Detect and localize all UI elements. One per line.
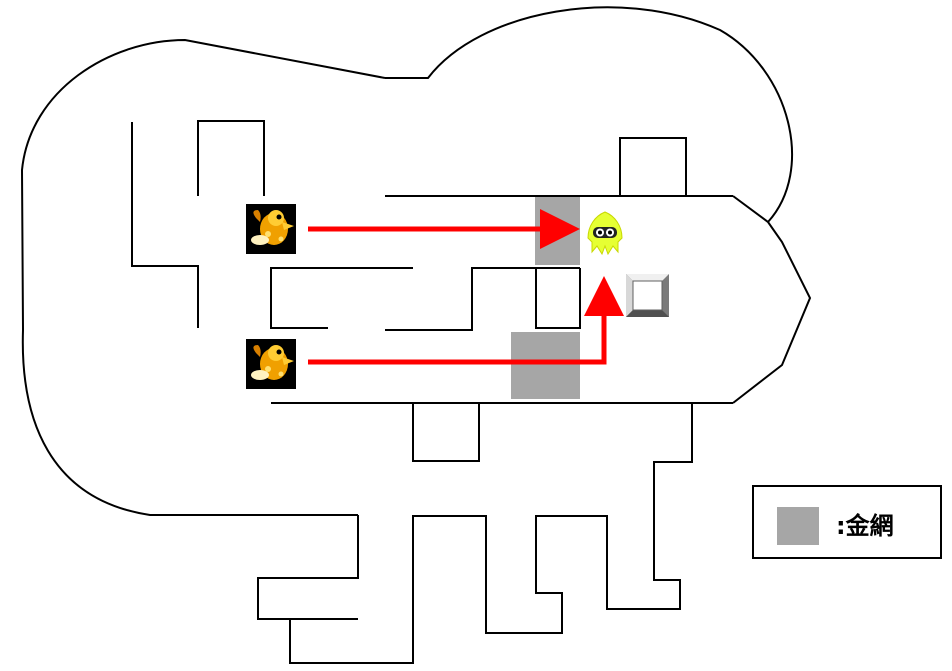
mesh-area-lower [511,332,580,399]
legend-box: :金網 [752,485,942,559]
squid-icon [587,211,623,256]
stage-outline [20,6,812,516]
arrow-lower [308,276,624,365]
walls [131,120,733,664]
block-icon [626,274,669,317]
salmonid-icon [246,339,296,389]
legend-mesh-swatch [777,507,819,545]
legend-label: :金網 [836,512,894,540]
salmonid-icon [246,204,296,254]
